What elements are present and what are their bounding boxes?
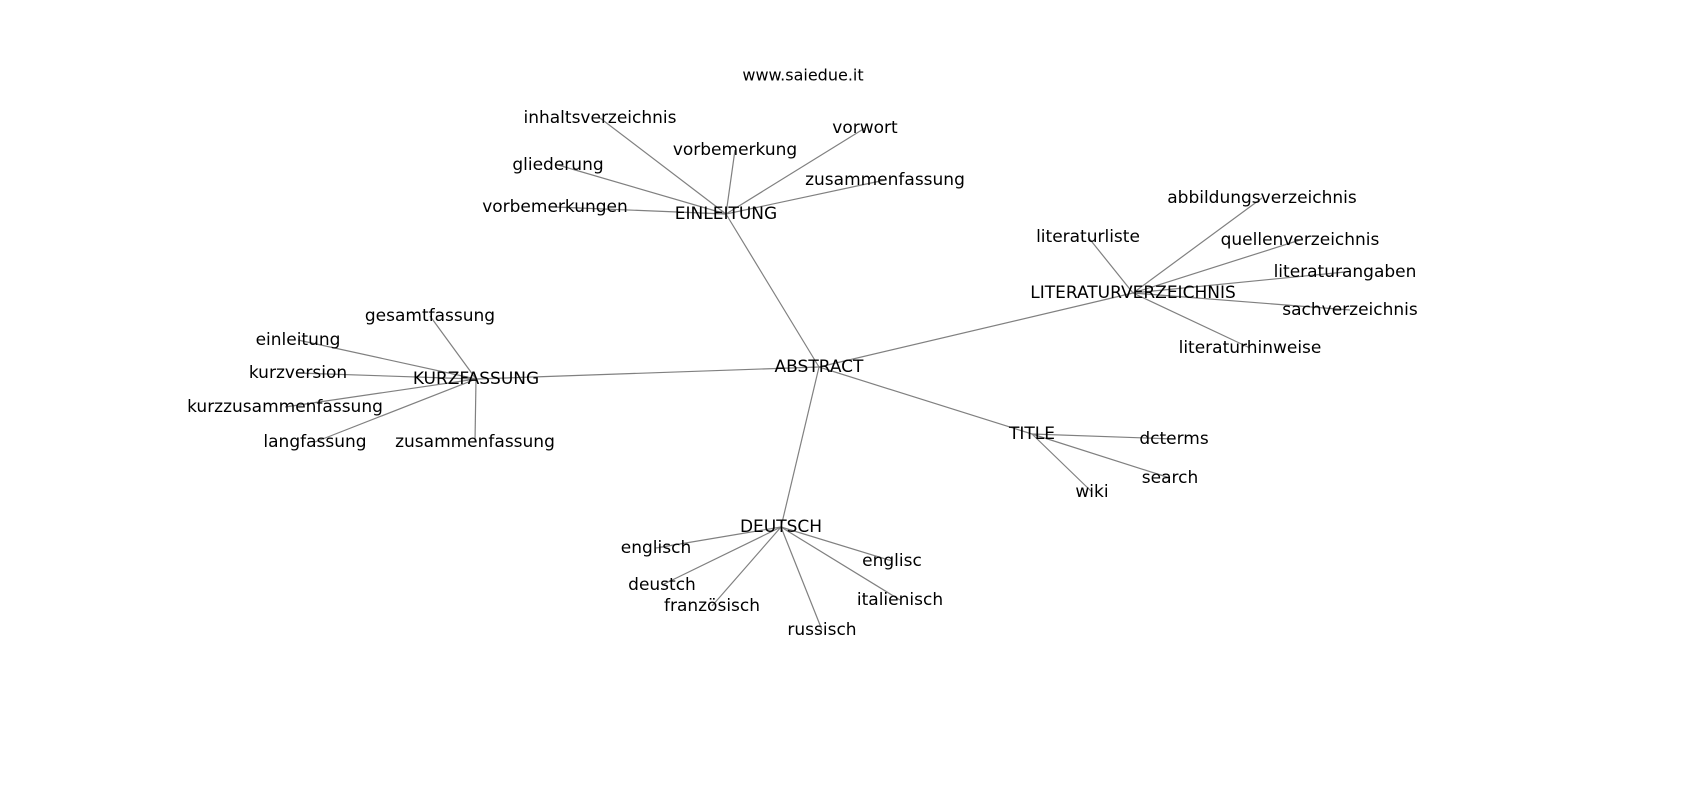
node-leaf: literaturhinweise (1179, 338, 1322, 358)
edge-hub-child (1132, 292, 1351, 311)
edge-hub-child (284, 378, 477, 408)
node-leaf: literaturangaben (1274, 262, 1417, 282)
edge-hub-child (599, 117, 727, 215)
graph-title: www.saiedue.it (742, 65, 864, 85)
edge-hub-child (1132, 271, 1346, 294)
node-leaf: langfassung (263, 432, 366, 452)
edge-hub-child (1031, 433, 1175, 440)
node-hub: LITERATURVERZEICHNIS (1030, 283, 1236, 303)
edge-hub-child (1087, 236, 1134, 294)
edge-root-hub (475, 366, 820, 380)
node-leaf: gesamtfassung (365, 306, 495, 326)
node-leaf: literaturliste (1036, 227, 1140, 247)
edge-hub-child (314, 378, 477, 443)
edge-hub-child (554, 206, 727, 215)
edge-hub-child (725, 127, 866, 215)
node-root: ABSTRACT (775, 357, 864, 377)
node-leaf: zusammenfassung (395, 432, 555, 452)
edge-hub-child (557, 164, 727, 215)
edge-root-hub (725, 213, 820, 368)
node-hub: TITLE (1008, 424, 1055, 444)
node-leaf: kurzzusammenfassung (187, 397, 383, 417)
edge-hub-child (780, 526, 893, 562)
node-leaf: dcterms (1139, 429, 1209, 449)
node-hub: EINLEITUNG (675, 204, 777, 224)
edge-hub-child (711, 526, 782, 607)
edge-hub-child (725, 179, 886, 215)
node-leaf: russisch (787, 620, 856, 640)
node-leaf: einleitung (256, 330, 341, 350)
edge-hub-child (780, 526, 901, 601)
edge-hub-child (661, 526, 782, 586)
edge-hub-child (297, 339, 477, 380)
node-leaf: search (1142, 468, 1198, 488)
node-leaf: englisc (862, 551, 922, 571)
node-leaf: inhaltsverzeichnis (523, 108, 676, 128)
edge-hub-child (1132, 239, 1301, 294)
edge-hub-child (725, 149, 736, 215)
node-leaf: italienisch (857, 590, 943, 610)
edge-root-hub (818, 292, 1134, 368)
node-leaf: zusammenfassung (805, 170, 965, 190)
node-leaf: sachverzeichnis (1282, 300, 1418, 320)
edge-root-hub (780, 366, 820, 528)
node-leaf: vorbemerkung (673, 140, 797, 160)
edge-hub-child (1132, 197, 1263, 294)
node-leaf: kurzversion (249, 363, 347, 383)
node-leaf: französisch (664, 596, 760, 616)
node-leaf: vorwort (832, 118, 898, 138)
node-hub: KURZFASSUNG (413, 369, 539, 389)
edge-hub-child (1132, 292, 1251, 349)
edge-hub-child (1031, 433, 1093, 493)
node-leaf: quellenverzeichnis (1221, 230, 1380, 250)
node-leaf: abbildungsverzeichnis (1167, 188, 1357, 208)
node-leaf: englisch (621, 538, 691, 558)
node-hub: DEUTSCH (740, 517, 822, 537)
edge-root-hub (818, 366, 1033, 435)
edge-hub-child (780, 526, 823, 631)
edge-hub-child (474, 378, 477, 443)
edge-hub-child (1031, 433, 1171, 479)
edge-hub-child (297, 372, 477, 380)
node-leaf: gliederung (512, 155, 603, 175)
node-leaf: deustch (628, 575, 696, 595)
node-leaf: vorbemerkungen (482, 197, 628, 217)
edge-hub-child (655, 526, 782, 549)
edge-hub-child (429, 315, 477, 380)
node-leaf: wiki (1075, 482, 1108, 502)
